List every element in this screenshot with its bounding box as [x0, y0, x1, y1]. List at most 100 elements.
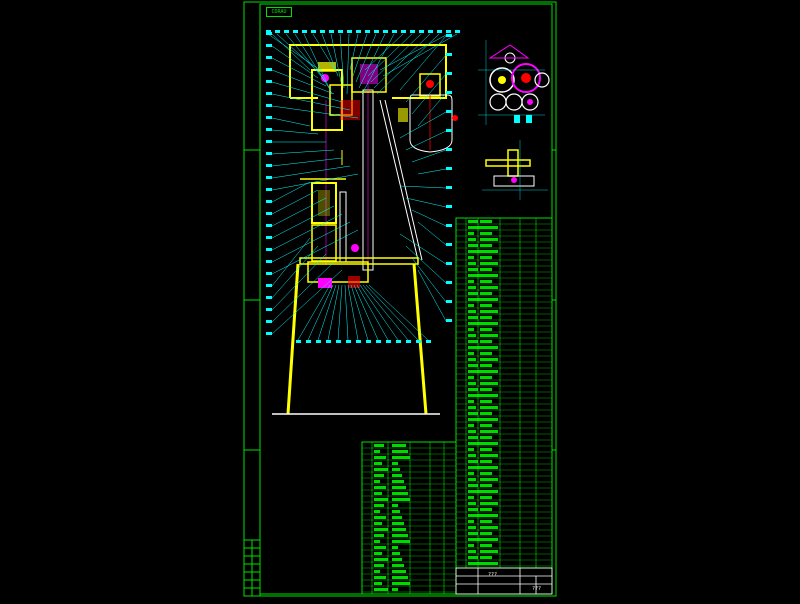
balloon-top	[347, 30, 352, 33]
balloon-left	[266, 320, 272, 323]
balloon-top	[383, 30, 388, 33]
top-gear-assembly	[311, 57, 441, 131]
balloon-left	[266, 332, 272, 335]
cylinder-tank	[398, 94, 458, 153]
balloon-left	[266, 200, 272, 203]
balloon-left	[266, 104, 272, 107]
balloon-top	[446, 30, 451, 33]
balloon-left	[266, 152, 272, 155]
balloon-bottom	[356, 340, 361, 343]
balloon-top	[374, 30, 379, 33]
balloon-top	[365, 30, 370, 33]
balloon-top	[320, 30, 325, 33]
balloon-left	[266, 284, 272, 287]
balloon-right	[446, 205, 452, 208]
parts-list-table-lower	[361, 441, 457, 595]
balloon-bottom	[296, 340, 301, 343]
balloon-top	[275, 30, 280, 33]
balloon-right	[446, 281, 452, 284]
balloon-right	[446, 72, 452, 75]
balloon-right	[446, 53, 452, 56]
balloon-left	[266, 116, 272, 119]
balloon-top	[329, 30, 334, 33]
balloon-left	[266, 224, 272, 227]
margin-ticks	[244, 149, 556, 451]
balloon-left	[266, 140, 272, 143]
balloon-bottom	[346, 340, 351, 343]
balloon-bottom	[336, 340, 341, 343]
balloon-left	[266, 296, 272, 299]
balloon-top	[266, 30, 271, 33]
balloon-right	[446, 224, 452, 227]
balloon-top	[437, 30, 442, 33]
balloon-right	[446, 243, 452, 246]
outer-frame	[243, 1, 557, 597]
balloon-bottom	[366, 340, 371, 343]
gear-detail-view	[478, 40, 550, 125]
balloon-top	[293, 30, 298, 33]
balloon-bottom	[426, 340, 431, 343]
balloon-left	[266, 164, 272, 167]
balloon-bottom	[386, 340, 391, 343]
balloon-top	[392, 30, 397, 33]
balloon-left	[266, 176, 272, 179]
balloon-bottom	[416, 340, 421, 343]
part-balloons	[266, 30, 460, 343]
balloon-left	[266, 44, 272, 47]
balloon-left	[266, 92, 272, 95]
balloon-top	[455, 30, 460, 33]
lower-spindle	[300, 150, 347, 263]
balloon-bottom	[326, 340, 331, 343]
balloon-right	[446, 91, 452, 94]
balloon-left	[266, 80, 272, 83]
balloon-left	[266, 308, 272, 311]
title-block-name: ???	[488, 572, 498, 578]
balloon-right	[446, 148, 452, 151]
balloon-bottom	[306, 340, 311, 343]
balloon-top	[401, 30, 406, 33]
balloon-bottom	[316, 340, 321, 343]
balloon-bottom	[406, 340, 411, 343]
balloon-top	[428, 30, 433, 33]
balloon-top	[356, 30, 361, 33]
balloon-bottom	[376, 340, 381, 343]
balloon-top	[284, 30, 289, 33]
balloon-right	[446, 300, 452, 303]
balloon-left	[266, 272, 272, 275]
balloon-top	[338, 30, 343, 33]
balloon-top	[419, 30, 424, 33]
balloon-top	[410, 30, 415, 33]
parts-list-table	[455, 217, 553, 569]
balloon-left	[266, 188, 272, 191]
upper-housing	[289, 44, 447, 99]
balloon-right	[446, 186, 452, 189]
balloon-top	[311, 30, 316, 33]
balloon-left	[266, 68, 272, 71]
title-block-code: ???	[532, 586, 542, 592]
title-block	[455, 567, 553, 595]
leader-lines	[267, 33, 458, 341]
balloon-right	[446, 34, 452, 37]
balloon-left	[266, 212, 272, 215]
side-strip-table	[243, 539, 261, 597]
balloon-bottom	[396, 340, 401, 343]
drawing-number-tag: CDRAU	[266, 7, 292, 17]
balloon-right	[446, 110, 452, 113]
balloon-right	[446, 262, 452, 265]
balloon-right	[446, 167, 452, 170]
balloon-right	[446, 319, 452, 322]
balloon-left	[266, 260, 272, 263]
balloon-left	[266, 32, 272, 35]
balloon-left	[266, 128, 272, 131]
tapered-stand	[286, 263, 428, 415]
shaft-detail-view	[482, 140, 548, 200]
balloon-left	[266, 248, 272, 251]
balloon-left	[266, 56, 272, 59]
inner-frame	[259, 3, 553, 595]
balloon-top	[302, 30, 307, 33]
balloon-right	[446, 129, 452, 132]
tie-rod	[379, 99, 423, 261]
balloon-left	[266, 236, 272, 239]
